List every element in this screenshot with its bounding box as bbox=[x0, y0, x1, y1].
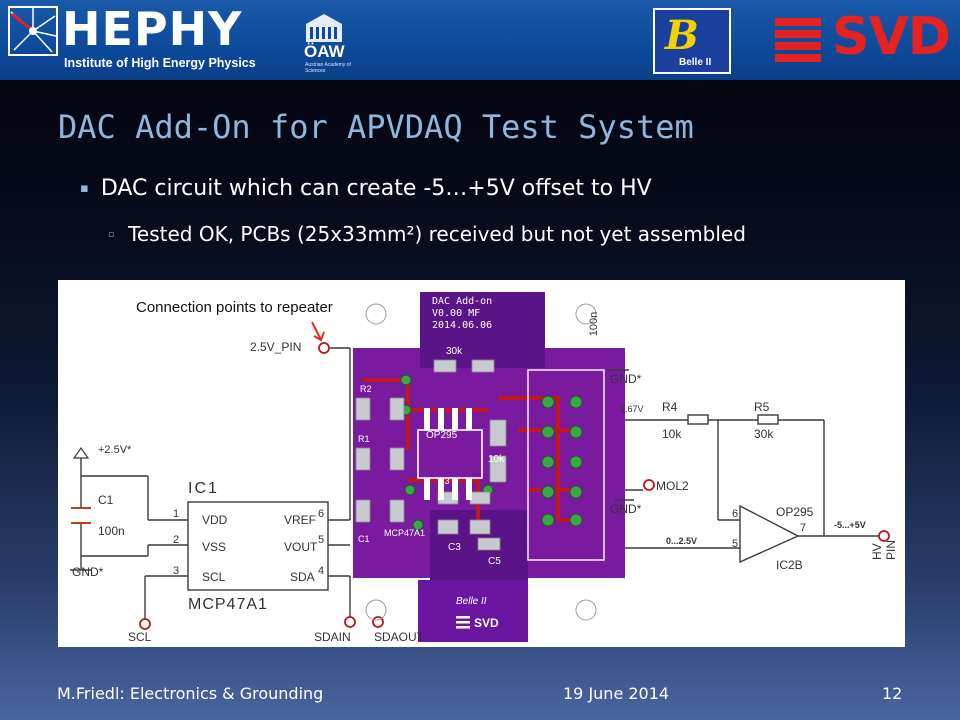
belle-b-mark: B bbox=[665, 12, 699, 59]
annotation-text: Connection points to repeater bbox=[136, 299, 333, 316]
hephy-logo-text: HEPHY bbox=[62, 2, 243, 56]
label-pin2: 2 bbox=[173, 534, 180, 546]
pcb-label-svd: SVD bbox=[474, 616, 499, 630]
label-pin4: 4 bbox=[318, 565, 325, 577]
bullet-level1: ▪ DAC circuit which can create -5…+5V off… bbox=[80, 176, 652, 201]
pcb-label-op295: OP295 bbox=[426, 430, 458, 441]
sub-bullet-marker-icon: ▫ bbox=[108, 230, 115, 240]
footer-date: 19 June 2014 bbox=[563, 684, 670, 703]
label-op295: OP295 bbox=[776, 505, 814, 519]
label-scl-pin: SCL bbox=[202, 570, 226, 584]
label-sda-pin: SDA bbox=[290, 570, 315, 584]
label-r4: R4 bbox=[662, 400, 678, 414]
label-c4: C4 bbox=[552, 325, 568, 342]
pcb-label-c1: C1 bbox=[358, 534, 370, 544]
belle-logo-text: Belle II bbox=[679, 57, 712, 68]
label-op-pin5: 5 bbox=[732, 538, 739, 550]
pcb-title-line1: DAC Add-on bbox=[432, 296, 493, 307]
label-scl: SCL bbox=[128, 630, 152, 644]
header-banner: HEPHY Institute of High Energy Physics Ö… bbox=[0, 0, 960, 80]
pcb-label-r2: R2 bbox=[360, 384, 372, 394]
pcb-label-30k: 30k bbox=[446, 346, 463, 357]
dac-schematic-image: Connection points to repeater 2.5V_PIN +… bbox=[58, 280, 905, 647]
slide-title: DAC Add-On for APVDAQ Test System bbox=[58, 108, 694, 146]
footer-page-number: 12 bbox=[882, 684, 903, 703]
footer-author: M.Friedl: Electronics & Grounding bbox=[57, 684, 324, 703]
label-vref: VREF bbox=[284, 513, 317, 527]
bullet-level2: ▫ Tested OK, PCBs (25x33mm²) received but… bbox=[108, 222, 746, 246]
label-sdaout: SDAOUT bbox=[374, 630, 425, 644]
bullet-marker-icon: ▪ bbox=[80, 181, 89, 196]
bullet-level1-text: DAC circuit which can create -5…+5V offs… bbox=[100, 176, 652, 201]
svd-stripes-icon bbox=[775, 18, 825, 64]
label-r4-value: 10k bbox=[662, 427, 682, 441]
label-c1: C1 bbox=[98, 493, 114, 507]
label-sdain: SDAIN bbox=[314, 630, 351, 644]
pcb-title-line3: 2014.06.06 bbox=[432, 320, 493, 331]
label-c4-value: 100n bbox=[588, 311, 601, 337]
label-mol2: MOL2 bbox=[656, 479, 689, 493]
label-ic2b: IC2B bbox=[776, 558, 803, 572]
svd-logo-text: SVD bbox=[832, 7, 951, 67]
pcb-label-10k: 10k bbox=[488, 454, 505, 465]
bullet-level2-text: Tested OK, PCBs (25x33mm²) received but … bbox=[128, 222, 746, 246]
pcb-label-r1: R1 bbox=[358, 434, 370, 444]
schematic-drawing bbox=[70, 292, 890, 642]
belle2-logo: B Belle II bbox=[653, 8, 731, 74]
pcb-label-c5: C5 bbox=[488, 556, 501, 567]
label-pin6: 6 bbox=[318, 508, 325, 520]
label-ic1: IC1 bbox=[188, 480, 219, 497]
label-ic-part: MCP47A1 bbox=[188, 596, 268, 613]
label-vout: VOUT bbox=[284, 540, 318, 554]
label-gnd-left: GND* bbox=[72, 565, 104, 579]
pcb-label-r3: R3 bbox=[438, 476, 450, 486]
pcb-label-mcp: MCP47A1 bbox=[384, 528, 426, 538]
label-pin3: 3 bbox=[173, 565, 180, 577]
label-2v5-pin: 2.5V_PIN bbox=[250, 340, 302, 354]
oaw-subtitle: Austrian Academy of Sciences bbox=[305, 62, 351, 74]
pcb-label-belle: Belle II bbox=[456, 596, 487, 607]
label-pin5: 5 bbox=[318, 534, 325, 546]
label-gnd-mid: GND* bbox=[610, 502, 642, 516]
label-hv-pin: HV PIN bbox=[870, 539, 898, 560]
hephy-logo-icon bbox=[8, 6, 58, 56]
label-1v67: 1.67V bbox=[620, 404, 644, 414]
label-gnd-top: GND* bbox=[610, 372, 642, 386]
hephy-subtitle: Institute of High Energy Physics bbox=[64, 56, 256, 70]
label-vss: VSS bbox=[202, 540, 227, 554]
label-vcc: +2.5V* bbox=[98, 444, 132, 456]
pcb-label-c3: C3 bbox=[448, 542, 461, 553]
label-input-range: 0...2.5V bbox=[666, 536, 698, 546]
oaw-building-icon bbox=[306, 14, 342, 42]
label-op-pin7: 7 bbox=[800, 522, 807, 534]
label-r5: R5 bbox=[754, 400, 770, 414]
label-r5-value: 30k bbox=[754, 427, 774, 441]
label-c1-value: 100n bbox=[98, 524, 125, 538]
label-op-pin6: 6 bbox=[732, 508, 739, 520]
label-pin1: 1 bbox=[173, 508, 180, 520]
label-output-range: -5...+5V bbox=[834, 520, 866, 530]
pcb-title-line2: V0.00 MF bbox=[432, 308, 481, 319]
oaw-logo-text: ÖAW bbox=[304, 42, 345, 61]
label-vdd: VDD bbox=[202, 513, 228, 527]
